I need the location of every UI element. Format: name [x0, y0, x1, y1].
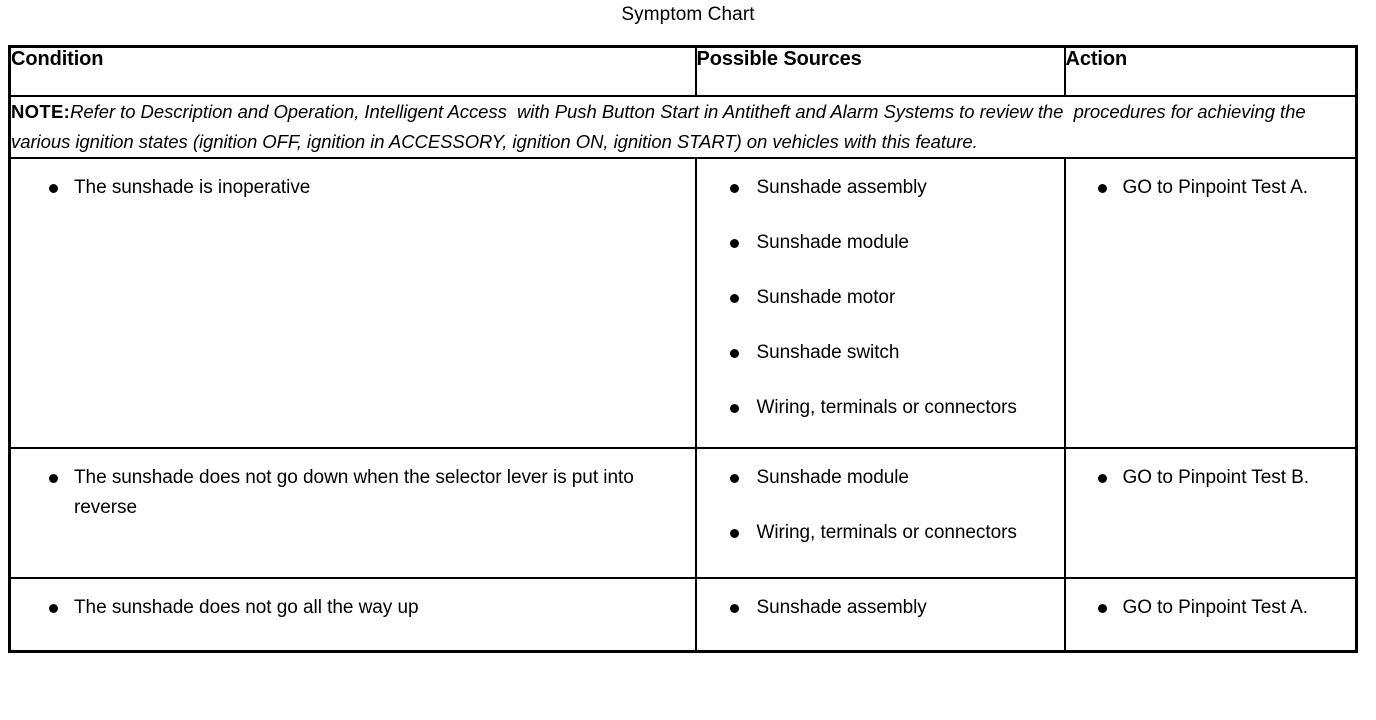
action-cell: GO to Pinpoint Test B. [1063, 447, 1358, 579]
action-list: GO to Pinpoint Test B. [1066, 449, 1356, 507]
column-header-action: Action [1063, 45, 1358, 97]
column-header-possible-sources: Possible Sources [694, 45, 1066, 97]
list-item: The sunshade does not go all the way up [11, 593, 683, 623]
list-item: Sunshade motor [697, 283, 1054, 313]
page-title: Symptom Chart [621, 4, 755, 25]
bullet-icon [1097, 604, 1107, 613]
symptom-chart-table: Condition Possible Sources Action NOTE:R… [8, 45, 1358, 653]
list-item: GO to Pinpoint Test A. [1066, 173, 1346, 203]
list-item: Sunshade module [697, 228, 1054, 258]
list-item: Sunshade module [697, 463, 1054, 493]
bullet-icon [49, 184, 58, 193]
note-text: Refer to Description and Operation, Inte… [11, 101, 1311, 152]
list-item-label: Sunshade assembly [756, 597, 927, 618]
bullet-icon [729, 294, 739, 303]
table-row: The sunshade is inoperative Sunshade ass… [8, 157, 1358, 449]
condition-list: The sunshade does not go all the way up [11, 579, 695, 637]
list-item-label: Sunshade motor [756, 287, 896, 308]
action-cell: GO to Pinpoint Test A. [1063, 577, 1358, 653]
table-header: Condition Possible Sources Action [8, 45, 1358, 97]
list-item: Wiring, terminals or connectors [697, 518, 1054, 548]
list-item: The sunshade is inoperative [11, 173, 683, 203]
note-block: NOTE:Refer to Description and Operation,… [11, 97, 1355, 157]
bullet-icon [729, 604, 739, 613]
bullet-icon [1097, 184, 1107, 193]
list-item-label: Sunshade switch [756, 342, 900, 363]
list-item-label: GO to Pinpoint Test B. [1122, 467, 1310, 488]
list-item-label: The sunshade is inoperative [74, 177, 311, 198]
bullet-icon [1097, 474, 1107, 483]
bullet-icon [729, 474, 739, 483]
action-cell: GO to Pinpoint Test A. [1063, 157, 1358, 449]
possible-sources-cell: Sunshade module Wiring, terminals or con… [694, 447, 1066, 579]
possible-sources-cell: Sunshade assembly Sunshade module Sunsha… [694, 157, 1066, 449]
note-cell: NOTE:Refer to Description and Operation,… [8, 95, 1358, 159]
bullet-icon [49, 604, 58, 613]
note-row: NOTE:Refer to Description and Operation,… [8, 95, 1358, 159]
list-item-label: Wiring, terminals or connectors [756, 522, 1017, 543]
possible-sources-list: Sunshade assembly Sunshade module Sunsha… [697, 159, 1064, 437]
list-item-label: Sunshade module [756, 467, 909, 488]
list-item-label: GO to Pinpoint Test A. [1122, 177, 1309, 198]
condition-cell: The sunshade is inoperative [8, 157, 697, 449]
possible-sources-cell: Sunshade assembly [694, 577, 1066, 653]
list-item-label: GO to Pinpoint Test A. [1122, 597, 1309, 618]
condition-list: The sunshade does not go down when the s… [11, 449, 695, 537]
condition-list: The sunshade is inoperative [11, 159, 695, 217]
table-header-row: Condition Possible Sources Action [8, 45, 1358, 97]
table-row: The sunshade does not go down when the s… [8, 447, 1358, 579]
list-item-label: Wiring, terminals or connectors [756, 397, 1017, 418]
list-item-label: The sunshade does not go all the way up [74, 597, 419, 618]
action-list: GO to Pinpoint Test A. [1066, 579, 1356, 637]
condition-cell: The sunshade does not go down when the s… [8, 447, 697, 579]
table-body: NOTE:Refer to Description and Operation,… [8, 95, 1358, 653]
bullet-icon [729, 239, 739, 248]
list-item: GO to Pinpoint Test A. [1066, 593, 1346, 623]
list-item-label: The sunshade does not go down when the s… [74, 467, 634, 518]
list-item-label: Sunshade assembly [756, 177, 927, 198]
note-label: NOTE: [11, 101, 71, 122]
condition-cell: The sunshade does not go all the way up [8, 577, 697, 653]
list-item: The sunshade does not go down when the s… [11, 463, 683, 523]
action-list: GO to Pinpoint Test A. [1066, 159, 1356, 217]
list-item: Wiring, terminals or connectors [697, 393, 1054, 423]
table-row: The sunshade does not go all the way up … [8, 577, 1358, 653]
list-item: Sunshade switch [697, 338, 1054, 368]
bullet-icon [49, 474, 58, 483]
bullet-icon [729, 349, 739, 358]
list-item: Sunshade assembly [697, 593, 1054, 623]
column-header-condition: Condition [8, 45, 697, 97]
possible-sources-list: Sunshade assembly [697, 579, 1064, 637]
bullet-icon [729, 404, 739, 413]
possible-sources-list: Sunshade module Wiring, terminals or con… [697, 449, 1064, 562]
bullet-icon [729, 529, 739, 538]
list-item-label: Sunshade module [756, 232, 909, 253]
bullet-icon [729, 184, 739, 193]
list-item: Sunshade assembly [697, 173, 1054, 203]
list-item: GO to Pinpoint Test B. [1066, 463, 1346, 493]
